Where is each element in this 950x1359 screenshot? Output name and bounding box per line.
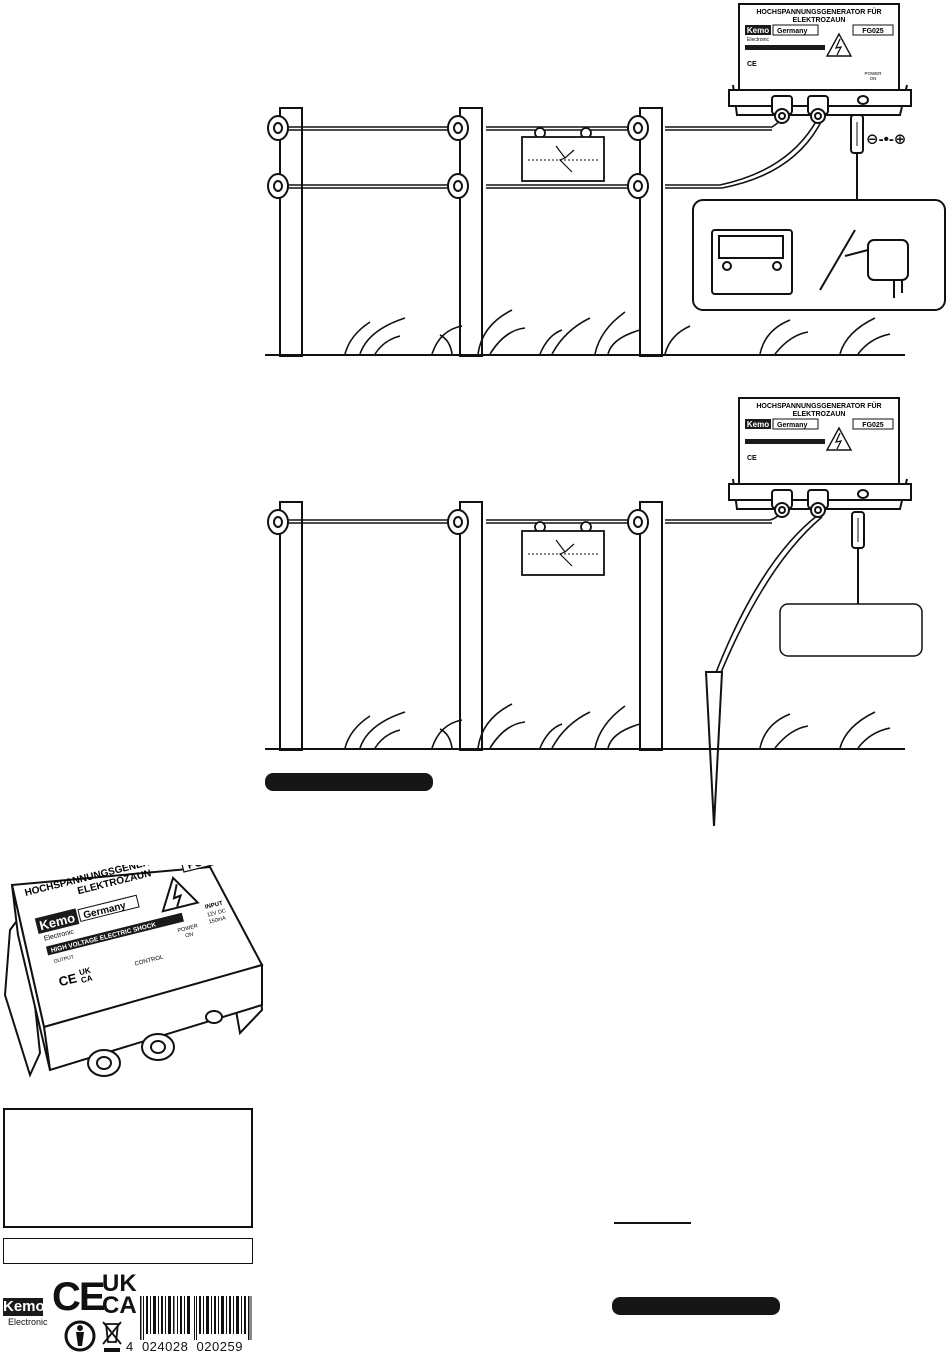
device-input-amp: 150mA [208, 915, 227, 925]
device-ce: CE [747, 61, 757, 68]
fence-diagram-battery [265, 107, 946, 357]
underline-rule [614, 1222, 691, 1224]
generator-illustration-middle: HOCHSPANNUNGSGENERATOR FÜR ELEKTROZAUN K… [728, 397, 912, 518]
device-uk: UK [78, 966, 92, 978]
ukca-uk: UK [102, 1270, 137, 1297]
caption-bar-1 [265, 773, 433, 791]
device-on: ON [870, 76, 877, 81]
caption-bar-2 [612, 1297, 780, 1315]
barcode-digits: 4 024028 020259 [126, 1339, 243, 1354]
footer-brand-sub: Electronic [8, 1317, 48, 1327]
device-input-volt: 12V DC [206, 908, 226, 918]
fence-diagram-ground-stake [265, 501, 923, 827]
recycle-icon [64, 1320, 96, 1352]
device-input-label: INPUT [205, 901, 224, 911]
device-title-2: ELEKTROZAUN [793, 17, 846, 24]
barcode [140, 1296, 252, 1340]
device-title-2: ELEKTROZAUN [793, 411, 846, 418]
generator-perspective-illustration: HOCHSPANNUNGSGENERATOR FÜR ELEKTROZAUN F… [3, 865, 264, 1078]
device-power: POWER [864, 71, 882, 76]
footer-brand-logo: Kemo [3, 1298, 45, 1316]
device-ce: CE [747, 455, 757, 462]
device-country: Germany [777, 422, 807, 429]
device-country: Germany [777, 28, 807, 35]
weee-bin-icon [102, 1321, 122, 1352]
device-ce-large: CE [57, 970, 78, 989]
barcode-bars [140, 1296, 252, 1340]
device-power-large: POWER [177, 923, 199, 934]
info-strip [3, 1238, 253, 1264]
device-model: FG025 [862, 28, 884, 35]
device-brand: Kemo [747, 420, 769, 429]
footer-brand: Kemo [3, 1298, 45, 1315]
info-frame [3, 1108, 253, 1228]
device-title-1: HOCHSPANNUNGSGENERATOR FÜR [756, 7, 881, 16]
ukca-mark: UK CA [102, 1270, 137, 1319]
ukca-ca: CA [102, 1292, 137, 1319]
device-brand: Kemo [747, 26, 769, 35]
device-ca: CA [80, 973, 94, 985]
device-model: FG025 [862, 422, 884, 429]
device-brand-sub: Electronic [747, 37, 769, 43]
device-output-label: OUTPUT [53, 954, 74, 965]
ce-mark: CE [52, 1275, 106, 1319]
power-polarity-symbols: ⊖-•-⊕ [866, 131, 907, 148]
device-title-1: HOCHSPANNUNGSGENERATOR FÜR [756, 401, 881, 410]
device-on-large: ON [185, 932, 194, 940]
generator-illustration-top: HOCHSPANNUNGSGENERATOR FÜR ELEKTROZAUN K… [728, 3, 912, 124]
